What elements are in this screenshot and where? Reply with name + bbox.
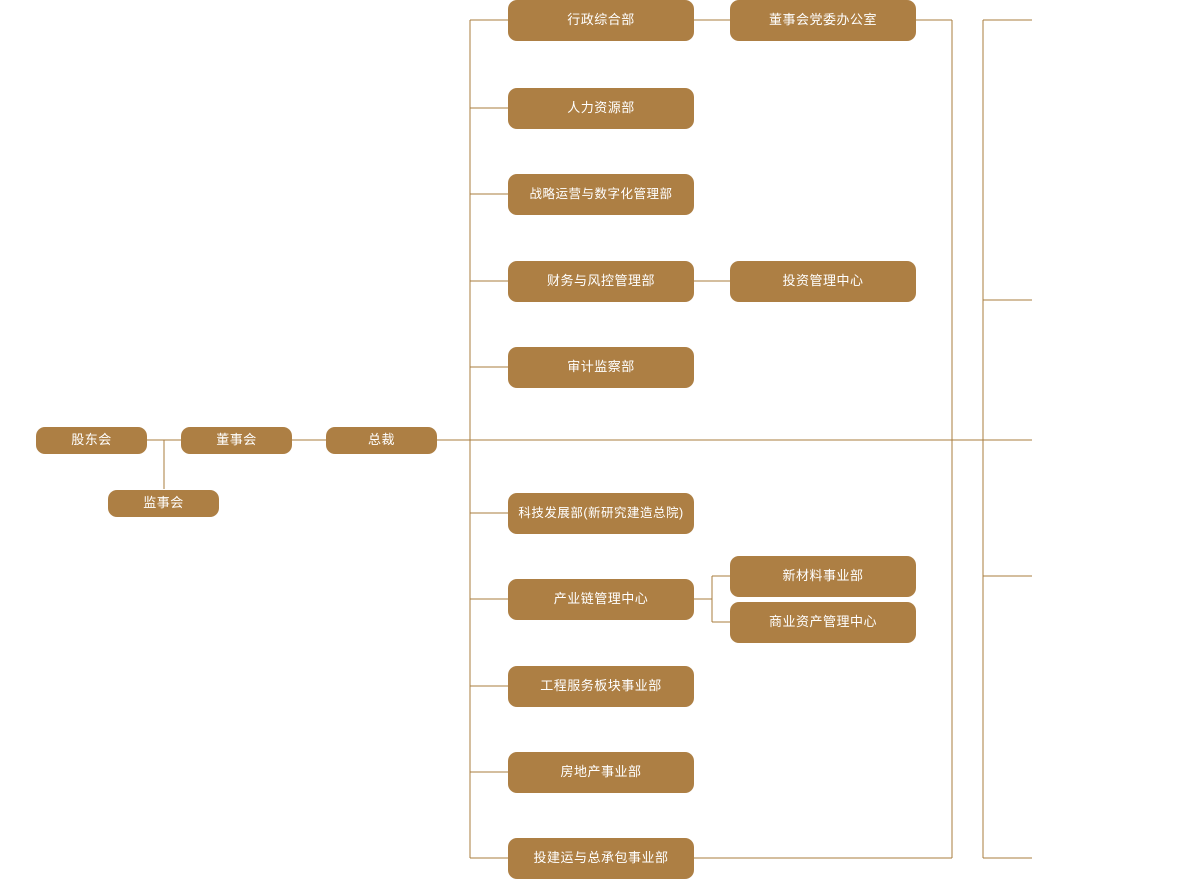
node-board-party-office[interactable]: 董事会党委办公室 [730, 0, 916, 41]
node-tech-development-department[interactable]: 科技发展部(新研究建造总院) [508, 493, 694, 534]
node-label: 股东会 [71, 432, 112, 448]
node-label: 工程服务板块事业部 [540, 678, 662, 694]
node-label: 财务与风控管理部 [546, 273, 655, 289]
node-president[interactable]: 总裁 [326, 427, 437, 454]
node-engineering-service-division[interactable]: 工程服务板块事业部 [508, 666, 694, 707]
node-label: 人力资源部 [567, 100, 635, 116]
node-label: 行政综合部 [567, 12, 635, 28]
node-strategy-digital-department[interactable]: 战略运营与数字化管理部 [508, 174, 694, 215]
node-label: 总裁 [367, 432, 395, 448]
node-label: 新材料事业部 [782, 568, 864, 584]
node-label: 监事会 [143, 495, 184, 511]
node-label: 商业资产管理中心 [768, 614, 877, 630]
node-hr-department[interactable]: 人力资源部 [508, 88, 694, 129]
node-label: 董事会党委办公室 [768, 12, 877, 28]
node-label: 科技发展部(新研究建造总院) [518, 505, 684, 520]
node-supervisory-board[interactable]: 监事会 [108, 490, 219, 517]
node-label: 投资管理中心 [782, 273, 864, 289]
node-label: 审计监察部 [567, 359, 635, 375]
node-investment-construction-epc-division[interactable]: 投建运与总承包事业部 [508, 838, 694, 879]
node-admin-department[interactable]: 行政综合部 [508, 0, 694, 41]
node-label: 投建运与总承包事业部 [533, 850, 669, 866]
node-label: 房地产事业部 [560, 764, 642, 780]
node-new-materials-division[interactable]: 新材料事业部 [730, 556, 916, 597]
node-commercial-asset-management-center[interactable]: 商业资产管理中心 [730, 602, 916, 643]
node-audit-supervision-department[interactable]: 审计监察部 [508, 347, 694, 388]
node-label: 董事会 [216, 432, 257, 448]
node-investment-management-center[interactable]: 投资管理中心 [730, 261, 916, 302]
node-industry-chain-management-center[interactable]: 产业链管理中心 [508, 579, 694, 620]
node-board-of-directors[interactable]: 董事会 [181, 427, 292, 454]
node-finance-risk-department[interactable]: 财务与风控管理部 [508, 261, 694, 302]
node-shareholders-meeting[interactable]: 股东会 [36, 427, 147, 454]
node-label: 产业链管理中心 [553, 591, 649, 607]
node-label: 战略运营与数字化管理部 [529, 186, 673, 201]
node-real-estate-division[interactable]: 房地产事业部 [508, 752, 694, 793]
